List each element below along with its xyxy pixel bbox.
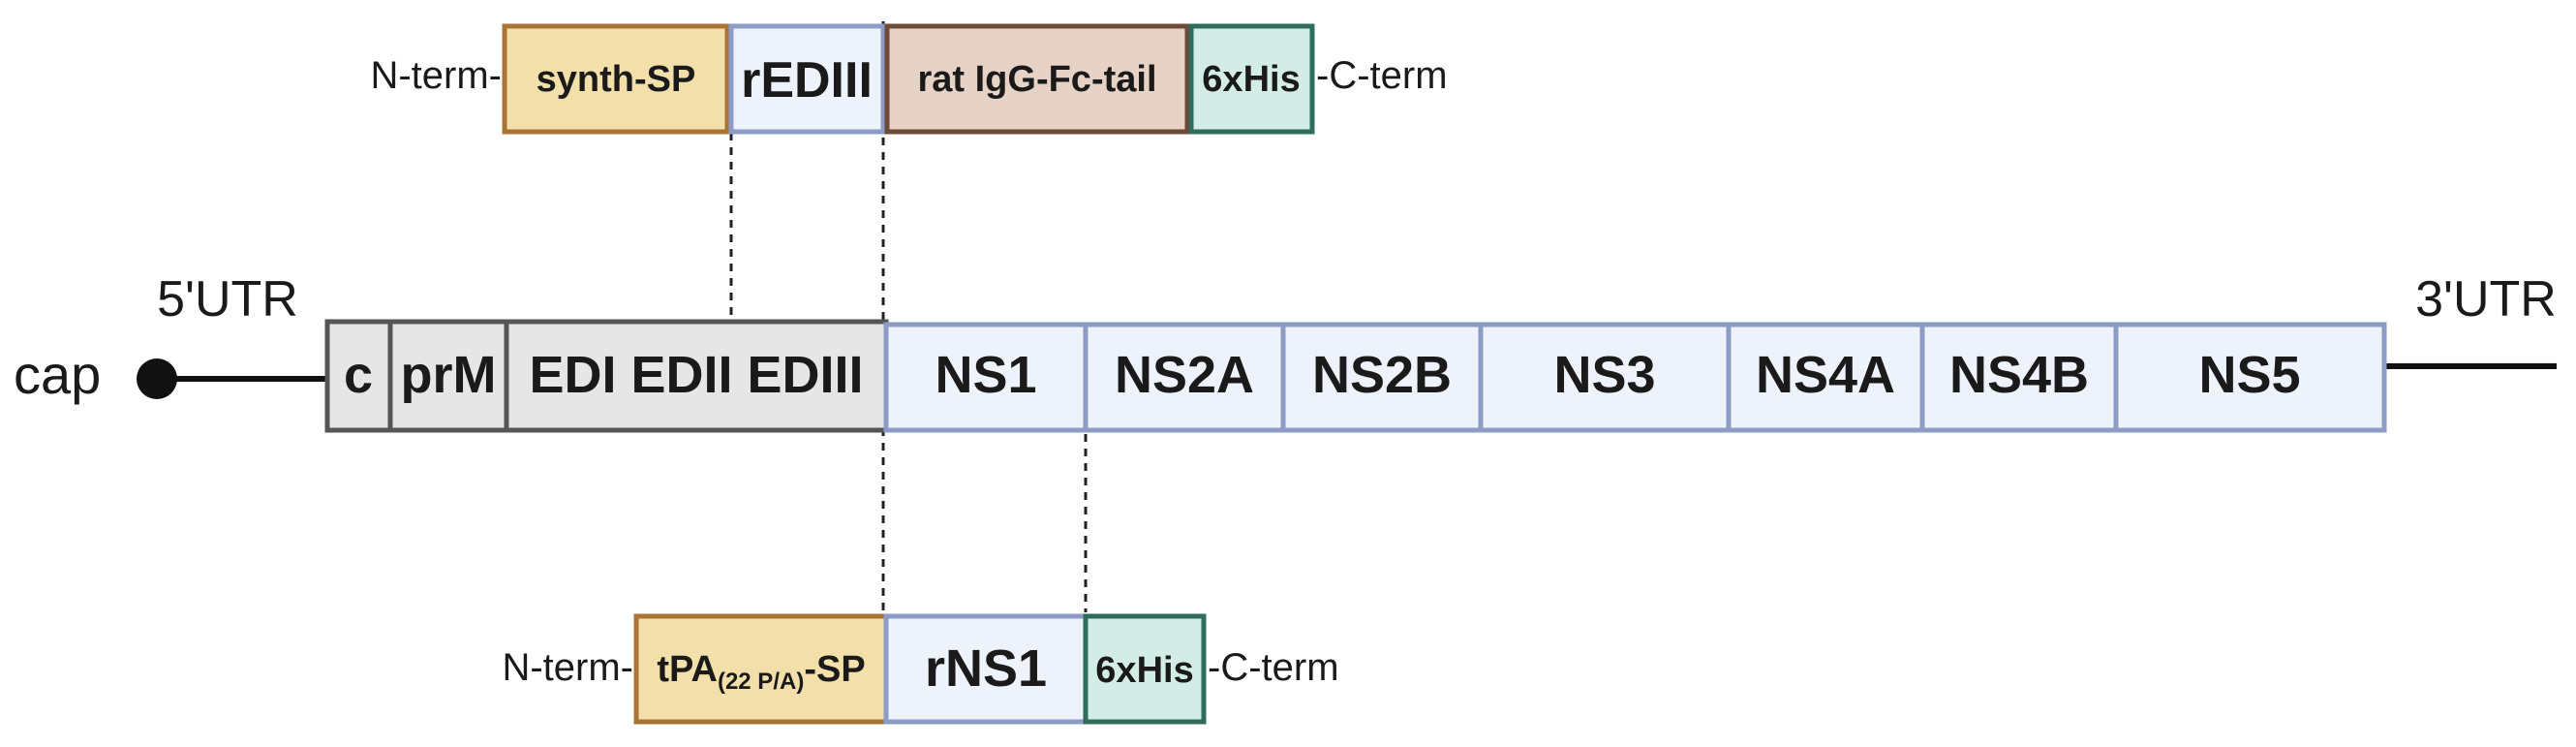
segment-ns2b bbox=[1280, 322, 1484, 433]
segment-ns4a bbox=[1726, 322, 1925, 433]
c-term-label: -C-term bbox=[1208, 646, 1339, 689]
tpa-sp-subscript: (22 P/A) bbox=[718, 669, 804, 695]
segment-ns3-label: NS3 bbox=[1553, 346, 1655, 404]
segment-prm bbox=[387, 319, 509, 433]
segment-c bbox=[324, 319, 393, 433]
segment-ns5 bbox=[2113, 322, 2387, 433]
utr5-label: 5'UTR bbox=[157, 271, 298, 327]
segment-ns2a-label: NS2A bbox=[1115, 346, 1254, 404]
n-term-label: N-term- bbox=[370, 54, 502, 97]
utr3-label: 3'UTR bbox=[2415, 271, 2557, 327]
segment-ns5-label: NS5 bbox=[2198, 346, 2300, 404]
segment-ns3 bbox=[1478, 322, 1732, 433]
segment-edi-edii-ediii-label: EDI EDII EDIII bbox=[529, 346, 863, 404]
guide-lines bbox=[729, 21, 1088, 612]
construct-rns1: N-term- tPA(22 P/A)-SP rNS1 6xHis -C-ter… bbox=[502, 613, 1339, 725]
fc-tail-box bbox=[884, 23, 1190, 135]
fc-tail-label: rat IgG-Fc-tail bbox=[917, 59, 1156, 100]
tpa-sp-main: tPA bbox=[657, 649, 718, 690]
rediii-box bbox=[728, 23, 886, 135]
segment-ns2a bbox=[1083, 322, 1286, 433]
synth-sp-label: synth-SP bbox=[537, 59, 696, 100]
segment-edi-edii-ediii bbox=[504, 319, 889, 433]
construct-redIII: N-term- synth-SP rEDIII rat IgG-Fc-tail … bbox=[370, 23, 1448, 135]
his-tag-box bbox=[1083, 613, 1207, 725]
cap-label: cap bbox=[14, 344, 101, 405]
rns1-label: rNS1 bbox=[925, 639, 1047, 698]
segment-prm-label: prM bbox=[401, 346, 497, 404]
n-term-label: N-term- bbox=[502, 646, 633, 689]
segment-ns4b-label: NS4B bbox=[1949, 346, 2089, 404]
segment-ns1 bbox=[883, 322, 1089, 433]
his-tag-label: 6xHis bbox=[1095, 650, 1193, 691]
tpa-sp-label: tPA(22 P/A)-SP bbox=[657, 649, 865, 695]
viral-genome: 5'UTR 3'UTR cap c prM EDI EDII EDIII NS1… bbox=[14, 271, 2557, 433]
his-tag-label: 6xHis bbox=[1202, 59, 1300, 100]
segment-ns1-label: NS1 bbox=[935, 346, 1036, 404]
c-term-label: -C-term bbox=[1316, 54, 1448, 97]
segment-ns2b-label: NS2B bbox=[1312, 346, 1452, 404]
rediii-label: rEDIII bbox=[741, 52, 873, 109]
synth-sp-box bbox=[502, 23, 730, 135]
segment-c-label: c bbox=[344, 346, 373, 404]
his-tag-box bbox=[1188, 23, 1315, 135]
segment-ns4a-label: NS4A bbox=[1756, 346, 1895, 404]
segment-ns4b bbox=[1919, 322, 2119, 433]
tpa-sp-suffix: -SP bbox=[804, 649, 865, 690]
